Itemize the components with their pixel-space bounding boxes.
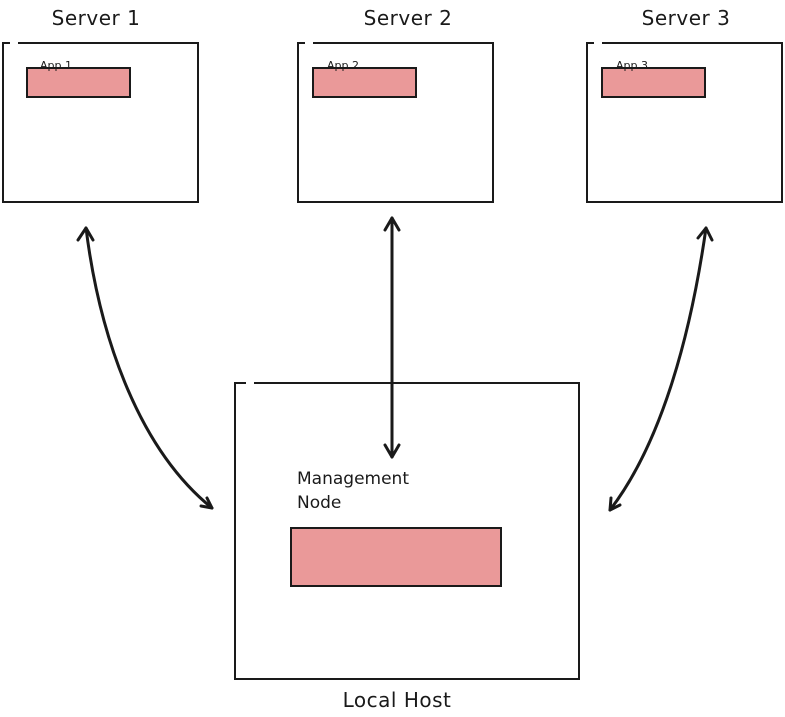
local-host-title: Local Host [342,688,452,712]
server-1-title: Server 1 [51,6,141,30]
arrow-server3-localhost [608,226,708,512]
server-2-title: Server 2 [363,6,453,30]
server-3-title: Server 3 [641,6,731,30]
app-2-block [312,67,417,98]
app-3-block [601,67,706,98]
arrow-server1-localhost [84,226,214,510]
management-node-label: Management Node [297,469,409,513]
app-1-label: App 1 [40,59,72,72]
app-2-label: App 2 [327,59,359,72]
app-3-label: App 3 [616,59,648,72]
management-node-block [290,527,502,587]
app-1-block [26,67,131,98]
